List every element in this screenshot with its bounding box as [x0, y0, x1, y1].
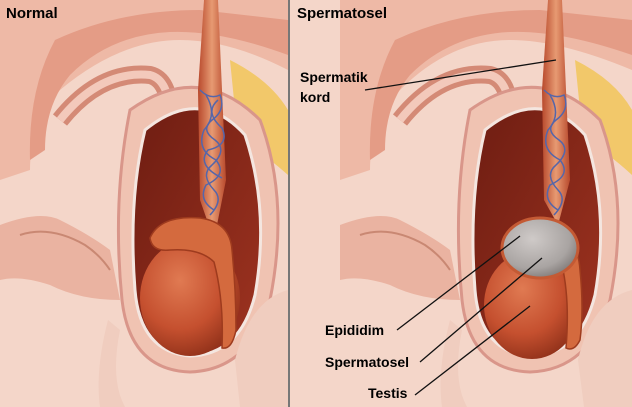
- leader-spermatic-cord: [364, 59, 557, 91]
- vessel-network: [199, 89, 225, 216]
- spermatocele-cyst: [500, 216, 580, 280]
- panel-title-spermatocele: Spermatosel: [297, 5, 388, 22]
- label-epididymis: Epididim: [325, 322, 385, 338]
- epididymis: [149, 216, 237, 349]
- label-testis: Testis: [368, 385, 408, 401]
- leader-spermatocele: [419, 257, 543, 363]
- leader-lines: [364, 59, 557, 396]
- testis-affected: [484, 251, 580, 359]
- leader-epididymis: [396, 235, 521, 331]
- label-spermatic-cord-line2: kord: [300, 89, 331, 105]
- spermatocele-panel: [290, 0, 632, 407]
- label-spermatocele: Spermatosel: [325, 354, 410, 370]
- normal-panel: [0, 0, 289, 407]
- panel-title-normal: Normal: [6, 5, 58, 22]
- label-spermatic-cord-line1: Spermatik: [300, 69, 368, 85]
- leader-testis: [414, 305, 531, 396]
